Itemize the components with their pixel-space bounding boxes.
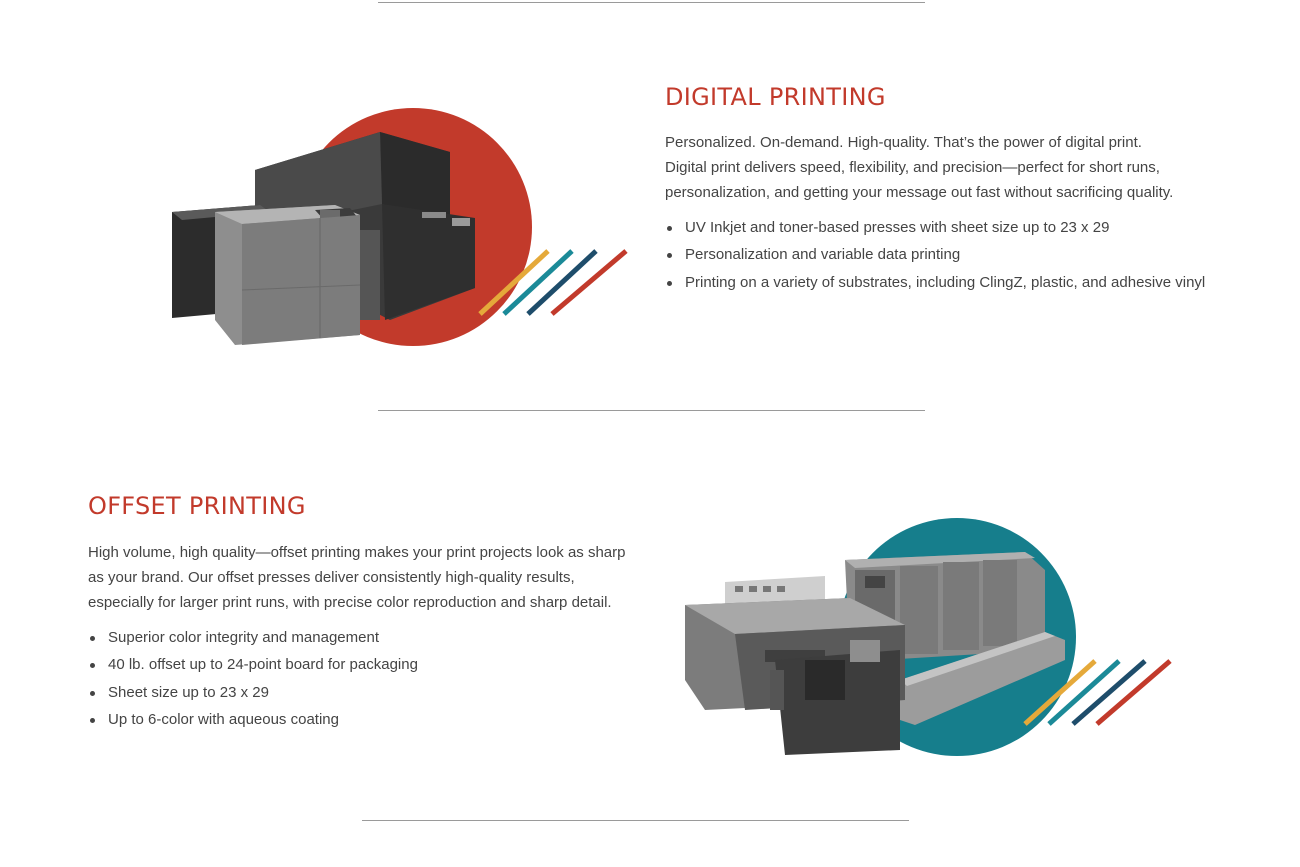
- list-item: UV Inkjet and toner-based presses with s…: [665, 214, 1205, 241]
- digital-stripes: [478, 249, 628, 316]
- digital-press-illustration: [172, 108, 628, 346]
- digital-press-machine: [172, 132, 475, 345]
- list-item: Up to 6-color with aqueous coating: [88, 706, 418, 733]
- divider-middle: [378, 410, 925, 411]
- offset-section-title: OFFSET PRINTING: [88, 492, 306, 520]
- list-item: Personalization and variable data printi…: [665, 241, 1205, 268]
- list-item: Sheet size up to 23 x 29: [88, 679, 418, 706]
- divider-top: [378, 2, 925, 3]
- list-item: 40 lb. offset up to 24-point board for p…: [88, 651, 418, 678]
- offset-feature-list: Superior color integrity and management …: [88, 624, 418, 733]
- list-item: Superior color integrity and management: [88, 624, 418, 651]
- offset-press-illustration: [685, 518, 1172, 756]
- offset-press-machine: [685, 552, 1065, 755]
- list-item: Printing on a variety of substrates, inc…: [665, 269, 1205, 296]
- digital-section-description: Personalized. On-demand. High-quality. T…: [665, 134, 1174, 201]
- divider-bottom: [362, 820, 909, 821]
- offset-stripes: [1023, 659, 1172, 726]
- digital-feature-list: UV Inkjet and toner-based presses with s…: [665, 214, 1205, 296]
- digital-section-title: DIGITAL PRINTING: [665, 83, 886, 111]
- offset-section-description: High volume, high quality—offset printin…: [88, 544, 626, 611]
